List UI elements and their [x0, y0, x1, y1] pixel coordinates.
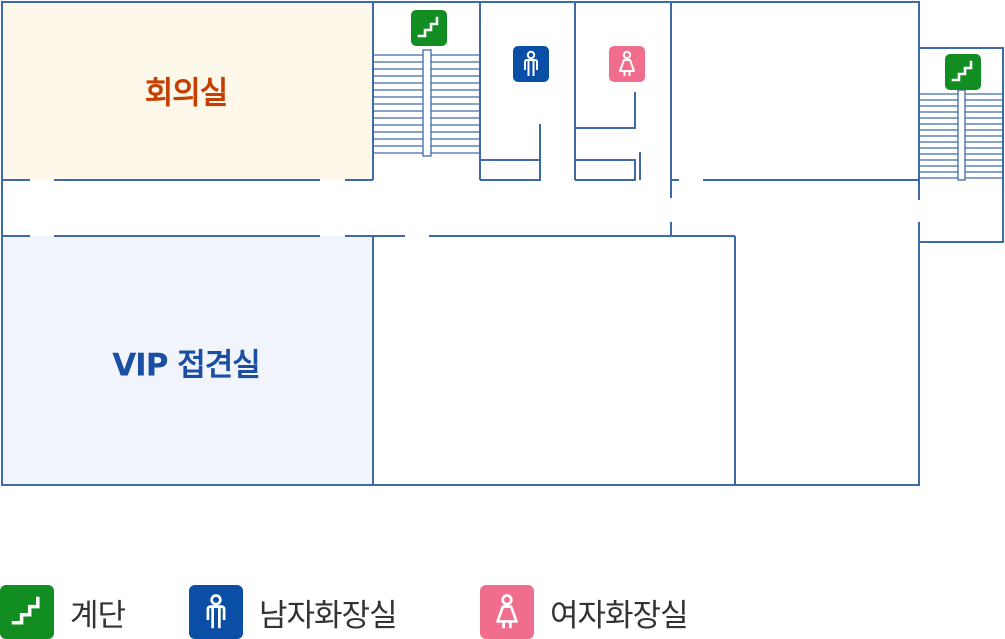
stairs-icon	[0, 585, 54, 639]
mens-restroom-icon[interactable]	[513, 46, 549, 82]
vip-room-area[interactable]	[2, 236, 373, 485]
meeting-room-label: 회의실	[144, 75, 229, 112]
vip-room-label: VIP 접견실	[112, 347, 261, 384]
legend-label: 계단	[70, 597, 126, 634]
legend-mens-restroom: 남자화장실	[189, 585, 398, 639]
mens-restroom-icon	[189, 585, 243, 639]
main-stairs	[374, 49, 480, 157]
legend-label: 남자화장실	[259, 597, 398, 634]
legend-label: 여자화장실	[550, 597, 689, 634]
stairs-icon[interactable]	[945, 54, 981, 90]
legend-womens-restroom: 여자화장실	[480, 585, 689, 639]
legend-stairs: 계단	[0, 585, 126, 639]
stairs-icon[interactable]	[411, 10, 447, 46]
womens-restroom-icon	[480, 585, 534, 639]
annex-stairs	[919, 89, 1003, 181]
womens-restroom-icon[interactable]	[609, 46, 645, 82]
walls	[1, 1, 1004, 486]
meeting-room-area[interactable]	[2, 2, 373, 180]
